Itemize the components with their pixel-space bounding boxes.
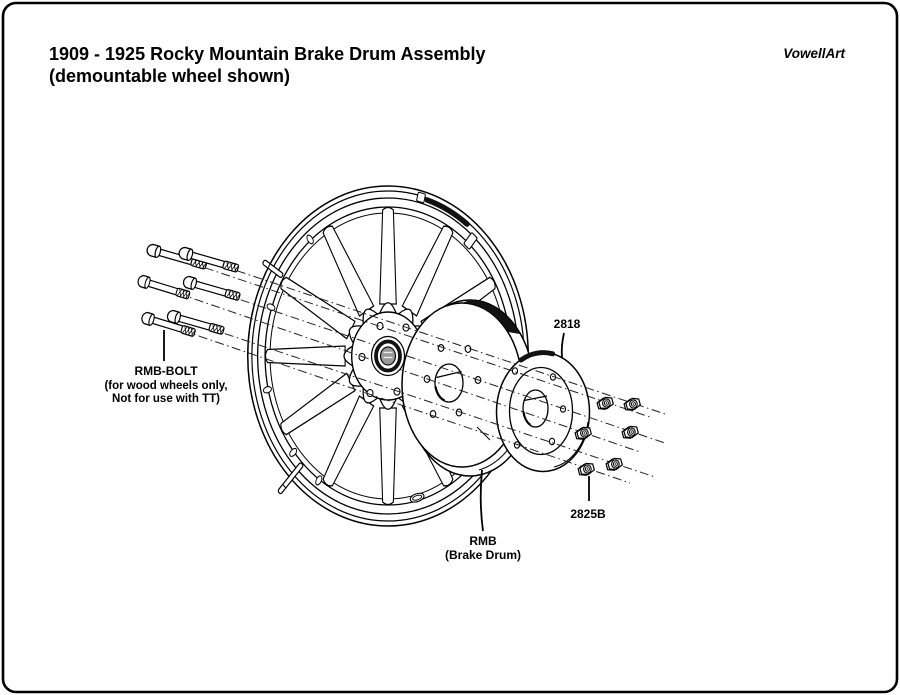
spoke — [379, 407, 397, 506]
rim-stud — [278, 462, 304, 494]
valve-stem — [262, 259, 283, 278]
leader-2818 — [560, 332, 565, 359]
label-2818: 2818 — [554, 317, 581, 331]
label-rmb-bolt: RMB-BOLT — [134, 364, 198, 378]
label-2825b: 2825B — [570, 507, 606, 521]
nut-2825b — [605, 457, 623, 471]
rim-latch — [417, 192, 426, 203]
label-rmb: RMB — [469, 534, 497, 548]
nut-2825b — [623, 397, 641, 411]
page-title-line2: (demountable wheel shown) — [49, 66, 290, 86]
page-title-line1: 1909 - 1925 Rocky Mountain Brake Drum As… — [49, 44, 486, 64]
drum-hole-edge — [436, 387, 445, 401]
drum-shadow-crescent — [462, 300, 520, 334]
rim-slot — [410, 492, 425, 504]
centerline — [148, 318, 631, 484]
drum-center-hole — [435, 364, 463, 402]
ring-2818 — [497, 353, 590, 472]
ring-hole-edge — [524, 412, 531, 426]
nut-2825b — [621, 425, 639, 439]
ring-hole-chord — [524, 396, 547, 401]
nut-2825b — [596, 396, 614, 410]
label-rmb-bolt-note1: (for wood wheels only, — [104, 380, 227, 392]
leader-rmb — [479, 469, 484, 532]
spoke — [379, 206, 397, 305]
centerline — [186, 253, 669, 416]
rmb-bolt — [136, 273, 192, 302]
rim-lug — [464, 232, 478, 249]
centerline — [174, 316, 656, 478]
bolt-axis-centerlines — [144, 250, 669, 484]
artist-credit: VowellArt — [783, 46, 845, 61]
leader-lines — [163, 330, 590, 532]
label-rmb-bolt-note2: Not for use with TT) — [112, 393, 220, 405]
centerline — [190, 282, 666, 444]
rmb-bolt — [177, 245, 241, 275]
rim-shadow-arc — [427, 200, 467, 224]
rmb-bolt — [181, 274, 242, 304]
ring-shadow-arc — [521, 353, 553, 360]
rmb-bolts — [136, 242, 242, 340]
hub-bearing — [372, 337, 405, 376]
label-rmb-sub: (Brake Drum) — [445, 548, 521, 562]
nut-2825b — [577, 462, 595, 476]
rmb-bolt — [165, 308, 226, 338]
